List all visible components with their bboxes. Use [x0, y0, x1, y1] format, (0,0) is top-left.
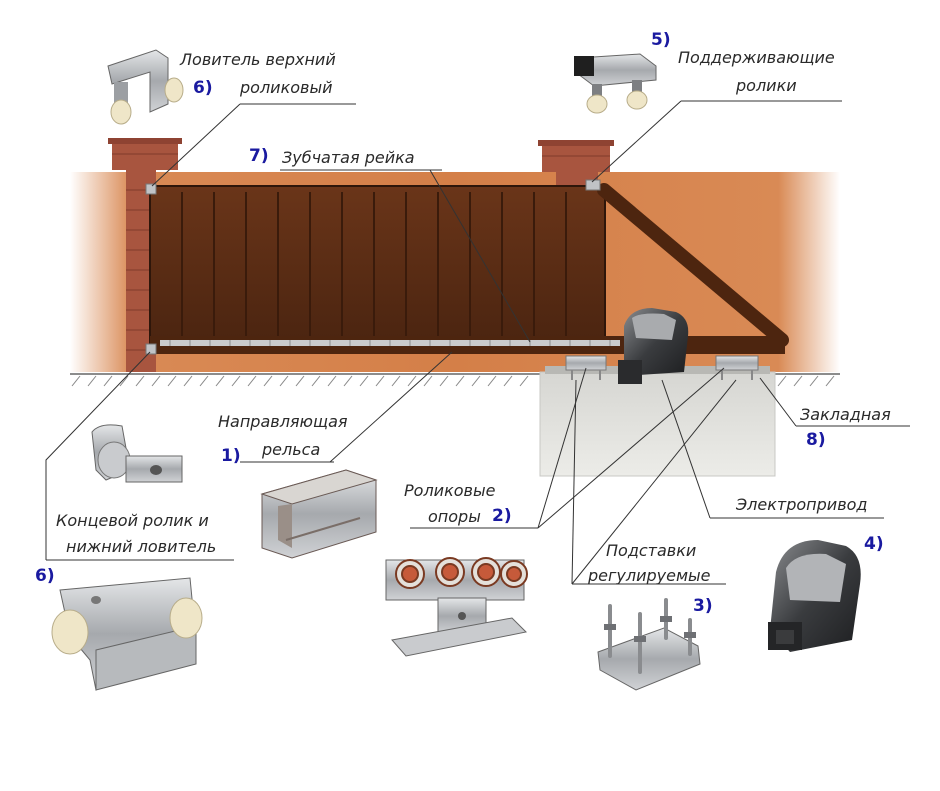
gear-rack-label: Зубчатая рейка — [282, 148, 415, 167]
electric-drive-image — [768, 540, 861, 652]
roller-carriages-label-line2: опоры — [428, 507, 481, 526]
embedded-part-number: 8) — [806, 430, 826, 450]
installed-electric-drive — [618, 308, 689, 384]
adjustable-stands-number: 3) — [693, 596, 713, 616]
adjustable-stands-label-line2: регулируемые — [588, 566, 711, 585]
electric-drive-label: Электропривод — [736, 495, 868, 514]
upper-catcher-label-line2: роликовый — [240, 78, 333, 97]
support-rollers-image — [574, 53, 657, 114]
lower-catcher-number: 6) — [35, 566, 55, 586]
upper-catcher-number: 6) — [193, 78, 213, 98]
end-roller-label-line2: нижний ловитель — [66, 537, 217, 556]
support-rollers-label-line2: ролики — [736, 76, 797, 95]
roller-carriages-number: 2) — [492, 506, 512, 526]
embedded-part-label: Закладная — [800, 405, 891, 424]
adjustable-stands-label-line1: Подставки — [606, 541, 697, 560]
installed-roller-carriages — [565, 355, 759, 380]
electric-drive-number: 4) — [864, 534, 884, 554]
guide-rail-label-line1: Направляющая — [218, 412, 348, 431]
support-rollers-number: 5) — [651, 30, 671, 50]
ground-surface — [70, 373, 840, 387]
adjustable-stand-image — [597, 598, 701, 691]
roller-carriages-label-line1: Роликовые — [404, 481, 496, 500]
roller-carriage-image — [385, 557, 528, 657]
lower-catcher-image — [51, 577, 203, 691]
end-roller-image — [91, 424, 183, 483]
end-roller-label-line1: Концевой ролик и — [56, 511, 209, 530]
upper-catcher-label-line1: Ловитель верхний — [180, 50, 336, 69]
guide-rail-number: 1) — [221, 446, 241, 466]
gear-rack-number: 7) — [249, 146, 269, 166]
upper-catcher-image — [107, 49, 184, 125]
guide-rail-image — [260, 469, 378, 559]
support-rollers-label-line1: Поддерживающие — [678, 48, 835, 67]
guide-rail-label-line2: рельса — [262, 440, 321, 459]
leader-lines — [45, 100, 910, 585]
sliding-gate-leaf — [145, 179, 789, 355]
